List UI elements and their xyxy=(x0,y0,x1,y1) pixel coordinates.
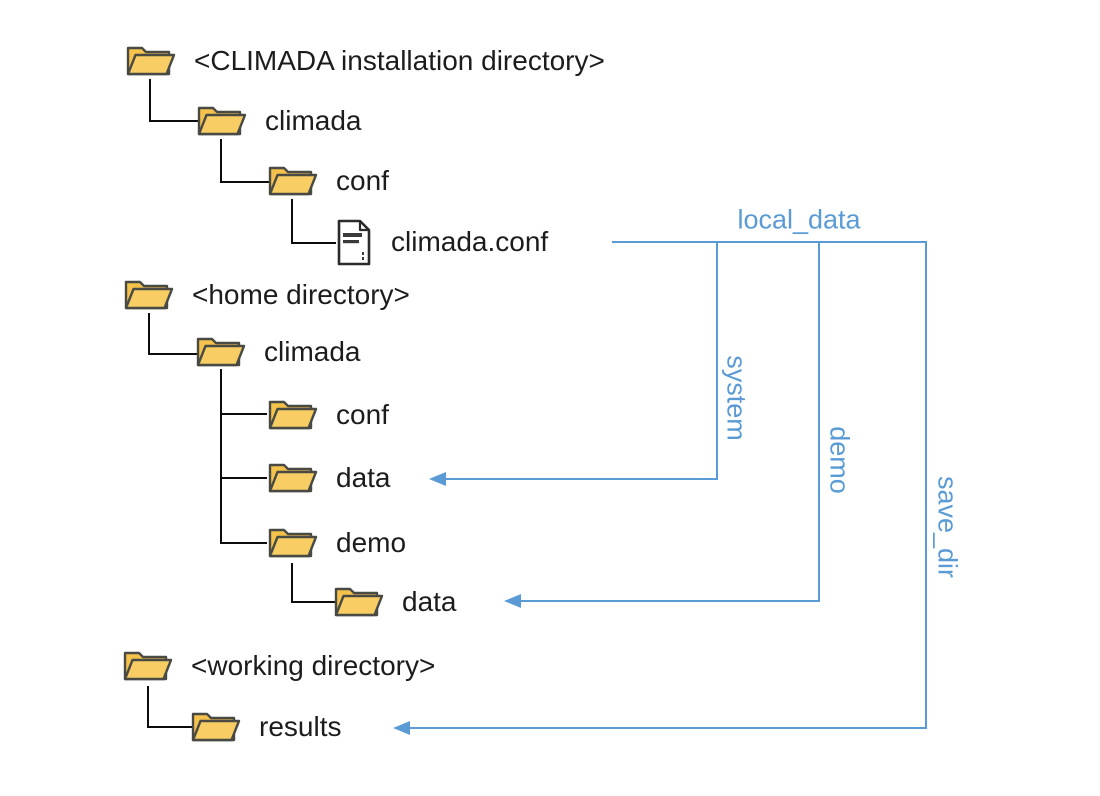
connector-branch-demo xyxy=(220,542,267,544)
folder-icon xyxy=(123,651,173,681)
folder-icon xyxy=(126,46,176,76)
node-label: conf xyxy=(336,399,389,430)
system-arrow-line xyxy=(444,478,718,480)
folder-icon xyxy=(197,106,247,136)
tree-node-working-dir: <working directory> xyxy=(122,645,435,687)
node-label: results xyxy=(259,711,342,742)
connector-branch-conf xyxy=(220,413,267,415)
local-data-label: local_data xyxy=(737,204,861,235)
node-label: <CLIMADA installation directory> xyxy=(194,45,605,76)
node-label: climada.conf xyxy=(391,226,549,257)
folder-icon xyxy=(196,337,246,367)
tree-node-home-conf: conf xyxy=(267,394,389,436)
node-label: <home directory> xyxy=(192,279,410,310)
folder-icon xyxy=(191,712,241,742)
savedir-vertical-line xyxy=(925,242,927,728)
node-label: demo xyxy=(336,527,407,558)
savedir-arrowhead-icon xyxy=(393,721,410,735)
folder-icon xyxy=(268,166,318,196)
tree-node-home-dir: <home directory> xyxy=(123,274,410,316)
node-label: conf xyxy=(336,165,389,196)
save-dir-label: save_dir xyxy=(932,475,963,579)
node-label: <working directory> xyxy=(191,650,436,681)
tree-node-home-data: data xyxy=(267,457,391,499)
connector-climada-to-conf xyxy=(220,139,269,183)
connector-homeclimada-trunk xyxy=(220,369,222,543)
tree-node-demo-data: data xyxy=(333,581,457,623)
local-data-main-line xyxy=(612,241,927,243)
folder-icon xyxy=(334,587,384,617)
folder-icon xyxy=(268,463,318,493)
tree-node-climada-install-dir: <CLIMADA installation directory> xyxy=(125,40,605,82)
tree-node-install-climada: climada xyxy=(196,100,361,142)
folder-icon xyxy=(124,280,174,310)
node-label: data xyxy=(402,586,457,617)
folder-icon xyxy=(268,400,318,430)
connector-install-to-climada xyxy=(149,79,198,122)
connector-home-to-climada xyxy=(148,313,197,355)
demo-arrowhead-icon xyxy=(504,594,521,608)
tree-node-results: results xyxy=(190,706,341,748)
connector-conf-to-climadaconf xyxy=(291,199,336,244)
system-label: system xyxy=(721,355,752,441)
node-label: data xyxy=(336,462,391,493)
connector-working-to-results xyxy=(147,686,192,728)
system-vertical-line xyxy=(716,242,718,479)
node-label: climada xyxy=(265,105,362,136)
tree-node-climada-conf-file: climada.conf xyxy=(334,219,548,265)
savedir-arrow-line xyxy=(408,727,927,729)
demo-vertical-line xyxy=(818,242,820,601)
tree-node-install-conf: conf xyxy=(267,160,389,202)
folder-icon xyxy=(268,528,318,558)
demo-arrow-line xyxy=(519,600,820,602)
tree-node-home-climada: climada xyxy=(195,331,360,373)
demo-label: demo xyxy=(824,426,855,494)
node-label: climada xyxy=(264,336,361,367)
system-arrowhead-icon xyxy=(429,472,446,486)
connector-branch-data xyxy=(220,477,267,479)
tree-node-home-demo: demo xyxy=(267,522,406,564)
connector-demo-to-data xyxy=(291,563,335,603)
document-icon xyxy=(337,219,371,265)
